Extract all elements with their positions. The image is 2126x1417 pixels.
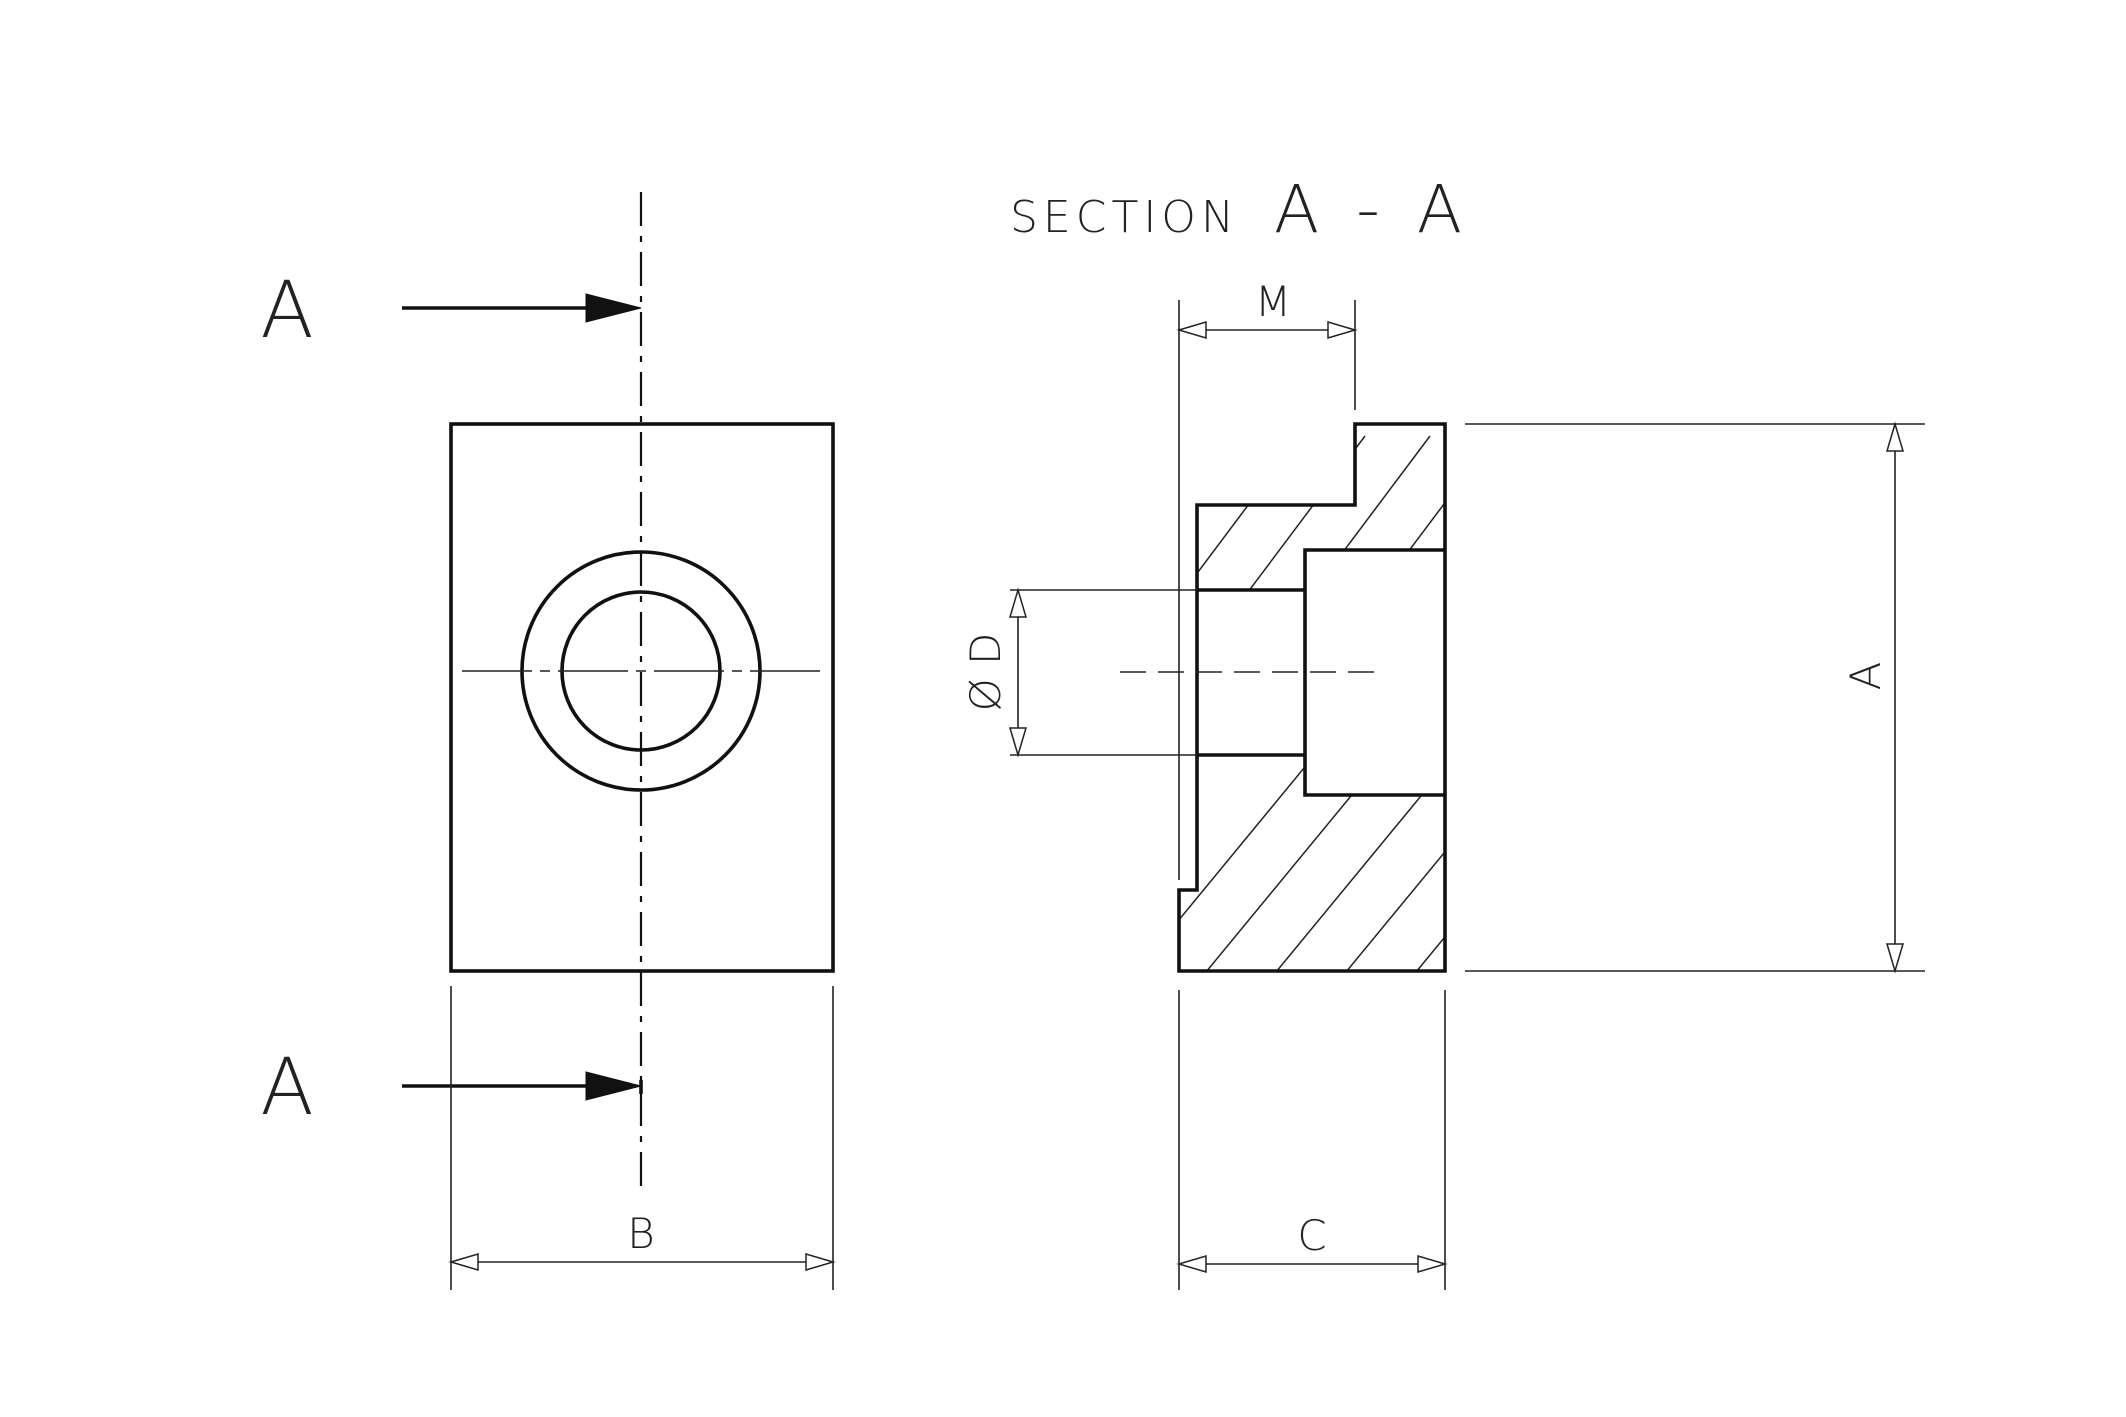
dimension-c-label: C — [1297, 1211, 1326, 1260]
front-view-outline — [449, 422, 835, 973]
section-marker-bottom: A — [260, 1043, 313, 1133]
section-title: SECTION A - A — [1010, 171, 1470, 248]
dimension-a: A — [1465, 421, 1925, 974]
dimension-m: M — [1176, 277, 1358, 880]
section-outline — [1177, 422, 1447, 973]
counterbore-edges — [1303, 548, 1445, 797]
section-hatching — [1179, 435, 1445, 971]
section-arrow-top — [402, 293, 642, 323]
dimension-b: B — [448, 986, 836, 1290]
dimension-d: Ø D — [961, 587, 1197, 758]
section-marker-top: A — [260, 266, 313, 356]
dimension-c: C — [1176, 990, 1448, 1290]
dimension-d-label: Ø D — [961, 633, 1010, 712]
dimension-b-label: B — [627, 1209, 655, 1258]
section-view: SECTION A - A — [961, 171, 1925, 1290]
section-arrow-bottom — [402, 1071, 643, 1101]
dimension-m-label: M — [1255, 277, 1291, 326]
dimension-a-label: A — [1841, 662, 1890, 691]
front-view: A A B — [260, 192, 836, 1290]
